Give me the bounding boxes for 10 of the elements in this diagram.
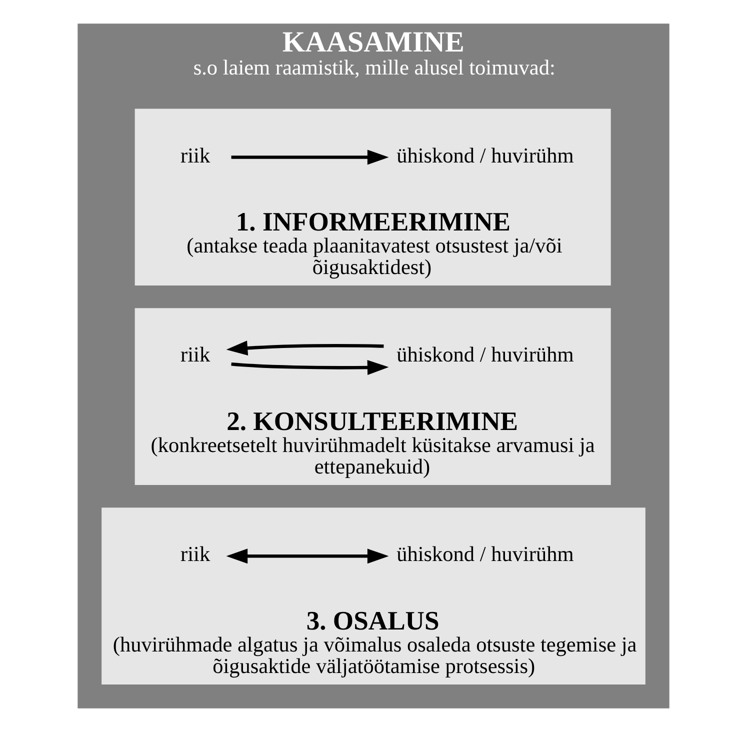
arrow [231, 150, 389, 165]
arrow [231, 360, 389, 375]
node-text: ühiskond / huvirühm [396, 143, 574, 168]
node-text: riik [180, 342, 210, 367]
node-text: ühiskond / huvirühm [396, 542, 574, 566]
node-text: ühiskond / huvirühm [396, 342, 574, 367]
arrow [226, 340, 384, 356]
node-text: riik [180, 542, 210, 566]
arrow [226, 548, 389, 564]
node-text: riik [180, 143, 210, 168]
